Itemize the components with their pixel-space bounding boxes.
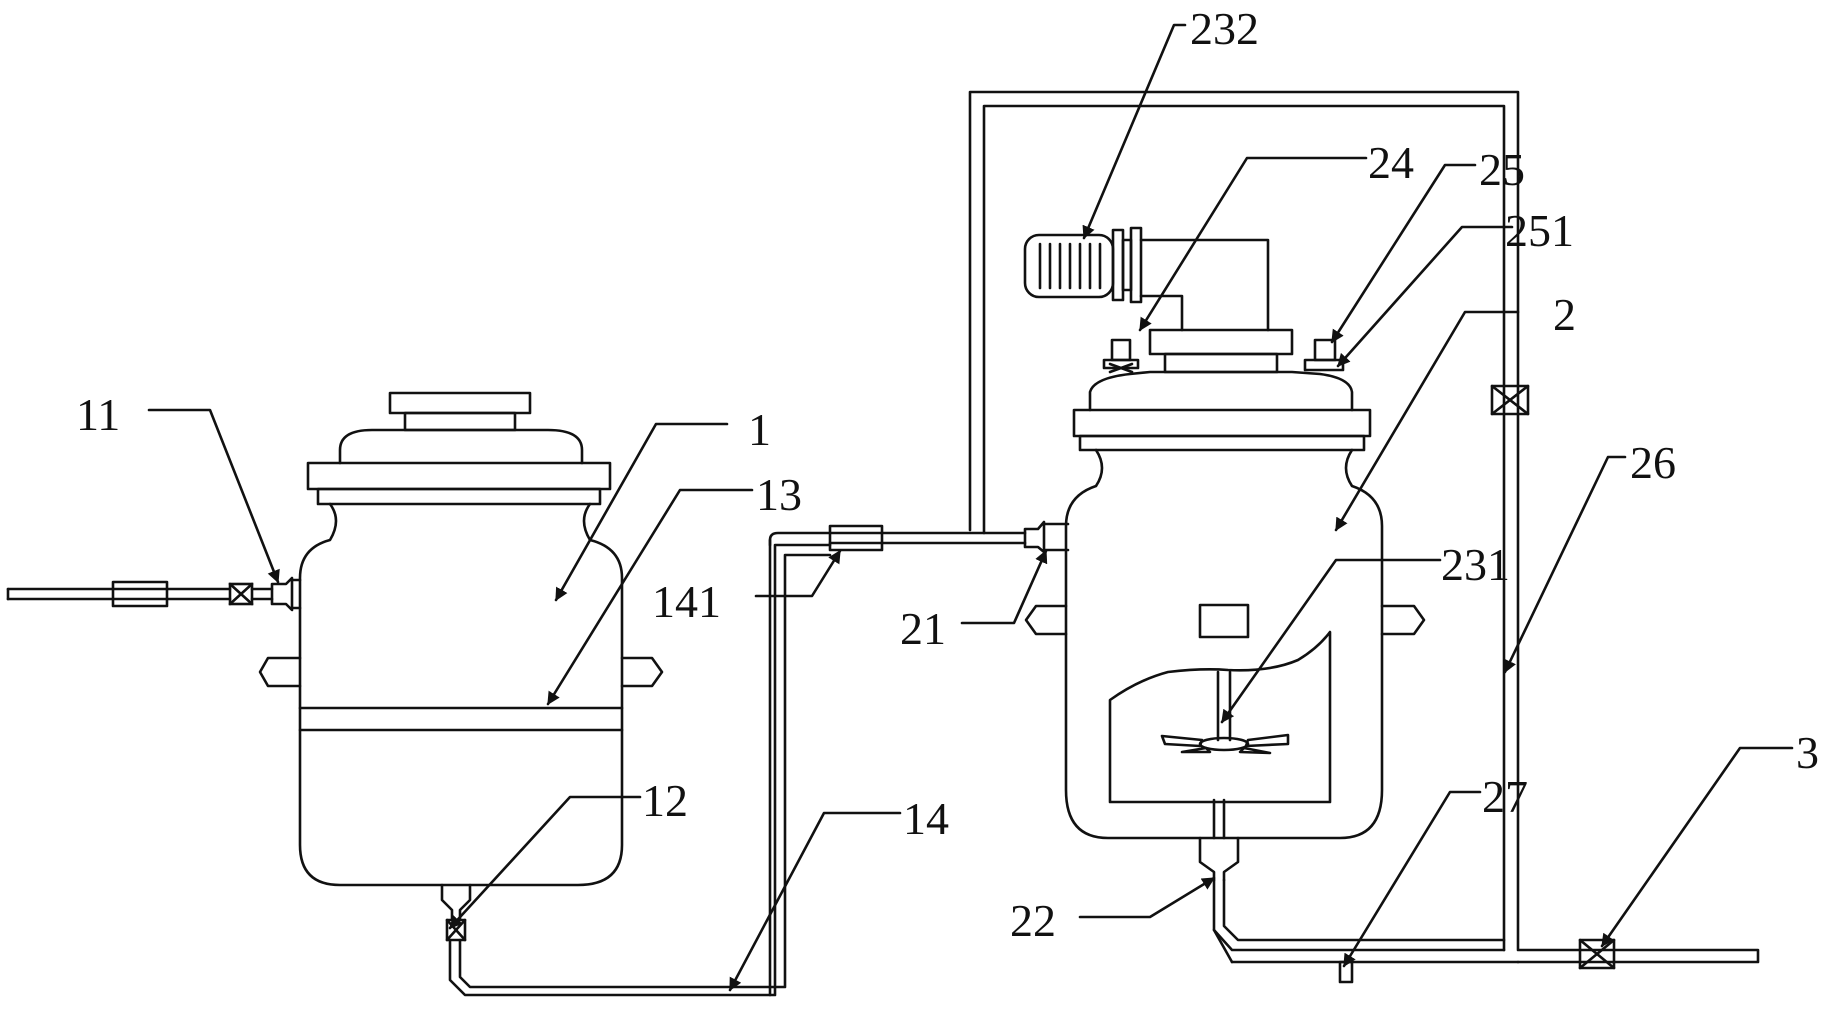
tank-1-lug-right	[620, 656, 664, 688]
leader-1	[554, 422, 729, 602]
leader-14	[728, 811, 902, 992]
transfer-pipe	[828, 520, 1070, 554]
label-21: 21	[900, 603, 946, 654]
reactor-2	[1023, 226, 1426, 882]
label-232: 232	[1190, 3, 1259, 54]
discharge-pipe	[1212, 878, 1616, 984]
label-24: 24	[1368, 137, 1414, 188]
tank-1-top-flange	[388, 391, 532, 415]
tank-1-flange	[316, 487, 602, 506]
outlet-valve-3	[1578, 938, 1616, 970]
reactor-bottom-outlet-22	[1198, 836, 1240, 882]
sight-glass	[1198, 603, 1250, 639]
leader-251	[1336, 225, 1514, 368]
pipe-14	[445, 531, 832, 997]
leader-232	[1082, 23, 1187, 240]
label-14: 14	[903, 793, 949, 844]
reactor-body	[1064, 448, 1384, 840]
inlet-pipe-11	[6, 576, 302, 612]
inlet-valve	[228, 582, 254, 606]
tank-1-lug-left	[258, 656, 302, 688]
tank-1	[258, 391, 664, 922]
leader-141	[754, 549, 842, 598]
label-11: 11	[76, 389, 120, 440]
label-27: 27	[1482, 771, 1528, 822]
label-141: 141	[652, 576, 721, 627]
label-2: 2	[1553, 289, 1576, 340]
label-231: 231	[1441, 539, 1510, 590]
part-labels: 232 24 25 251 2 26 231 21 141 11 1 13 12…	[76, 3, 1819, 946]
reactor-flange	[1078, 434, 1366, 452]
tank-1-lid-dome	[338, 428, 584, 465]
leader-12	[448, 795, 642, 930]
reactor-lug-right	[1380, 604, 1426, 636]
riser-valve	[1490, 384, 1530, 416]
label-251: 251	[1505, 205, 1574, 256]
reducer-flange	[1148, 328, 1294, 356]
label-13: 13	[756, 469, 802, 520]
reactor-lid-rim	[1072, 408, 1372, 438]
tank-1-top-boss	[403, 411, 517, 432]
valve-24-body	[1110, 338, 1132, 362]
leader-3	[1600, 746, 1794, 948]
leader-22	[1078, 876, 1216, 919]
label-12: 12	[642, 775, 688, 826]
leader-21	[960, 549, 1048, 625]
inlet-nozzle-21	[1023, 520, 1046, 554]
leader-lines	[147, 23, 1794, 992]
reactor-lug-left	[1024, 604, 1068, 636]
reactor-lid-dome	[1088, 370, 1354, 412]
inlet-flowmeter	[111, 580, 169, 608]
leader-25	[1330, 163, 1477, 344]
leader-27	[1342, 790, 1482, 968]
tank-1-lid-rim	[306, 461, 612, 491]
leader-26	[1503, 455, 1627, 674]
label-1: 1	[748, 404, 771, 455]
reactor-cutaway	[1108, 630, 1332, 804]
impeller-231	[1160, 733, 1290, 755]
leader-2	[1334, 310, 1520, 532]
label-3: 3	[1796, 727, 1819, 778]
recirculation-pipe-26	[968, 90, 1760, 964]
inlet-nozzle	[270, 576, 294, 612]
label-25: 25	[1479, 144, 1525, 195]
leader-24	[1138, 156, 1368, 332]
label-22: 22	[1010, 895, 1056, 946]
leader-11	[147, 408, 280, 584]
label-26: 26	[1630, 437, 1676, 488]
reducer-base	[1163, 352, 1279, 374]
tank-1-bottom-outlet	[440, 883, 472, 922]
leader-13	[546, 488, 754, 706]
tank-1-body	[298, 502, 624, 887]
flowmeter-141	[828, 524, 884, 552]
leader-231	[1220, 558, 1442, 724]
